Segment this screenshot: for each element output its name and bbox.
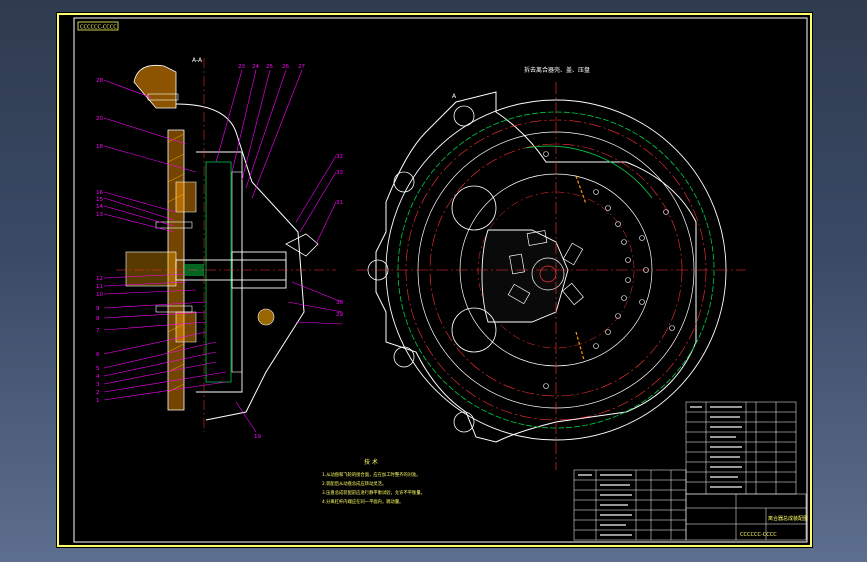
callout-31: 31 xyxy=(336,200,343,206)
callout-29: 29 xyxy=(336,312,343,318)
callout-19: 19 xyxy=(254,434,261,440)
title-block-code: CCCCCC-CCCC xyxy=(740,532,777,538)
callout-13: 13 xyxy=(96,212,103,218)
callout-25: 25 xyxy=(266,64,273,70)
detail-label: A xyxy=(452,93,457,100)
callout-32: 32 xyxy=(336,154,343,160)
section-label: A-A xyxy=(192,57,203,64)
callout-6: 6 xyxy=(96,352,100,358)
callouts-right xyxy=(235,155,343,433)
cad-drawing-canvas[interactable]: CCCCCC-CCCC xyxy=(56,12,813,548)
title-block-name: 离合器总成装配图 xyxy=(768,515,808,522)
bolt-holes xyxy=(543,151,675,389)
front-view xyxy=(356,82,746,470)
callout-27: 27 xyxy=(298,64,305,70)
callout-9: 9 xyxy=(96,306,100,312)
callout-20: 20 xyxy=(96,116,103,122)
callout-1: 1 xyxy=(96,398,100,404)
callouts-left xyxy=(103,79,227,401)
section-view xyxy=(116,58,336,432)
callout-23: 23 xyxy=(238,64,245,70)
callout-3: 3 xyxy=(96,382,100,388)
callout-28: 28 xyxy=(96,78,103,84)
callouts-top xyxy=(215,69,303,199)
note-line-1: 1.从动盘和飞轮的接合面，应在加工时整齐的对准。 xyxy=(322,471,421,478)
callout-8: 8 xyxy=(96,316,100,322)
note-line-3: 3.压盘总成装配前应进行静平衡试验，允许不平衡量。 xyxy=(322,489,425,496)
stamp-box xyxy=(77,21,119,31)
outer-frame xyxy=(57,13,812,547)
callout-11: 11 xyxy=(96,284,103,290)
callout-7: 7 xyxy=(96,328,100,334)
callout-16: 16 xyxy=(96,190,103,196)
callout-labels-left: 28 20 18 16 15 14 13 12 11 10 9 8 7 6 5 … xyxy=(96,78,103,404)
inner-frame xyxy=(73,17,808,543)
callout-10: 10 xyxy=(96,292,103,298)
callout-14: 14 xyxy=(96,204,103,210)
callout-12: 12 xyxy=(96,276,103,282)
note-line-4: 4.分离杠杆内端应在同一平面内，跳动量。 xyxy=(322,498,403,505)
view-title: 拆去离合器壳、盖、压盘 xyxy=(524,66,590,74)
callout-33: 33 xyxy=(336,170,343,176)
callout-5: 5 xyxy=(96,366,100,372)
drawing-svg: CCCCCC-CCCC xyxy=(57,13,812,547)
note-line-2: 2.装配后从动盘总成应转动灵活。 xyxy=(322,480,386,487)
notes-title: 技 术 xyxy=(364,458,378,466)
callout-30: 30 xyxy=(336,300,343,306)
parts-list xyxy=(573,401,807,541)
callout-18: 18 xyxy=(96,144,103,150)
stamp-text: CCCCCC-CCCC xyxy=(80,25,117,31)
callout-15: 15 xyxy=(96,197,103,203)
callout-24: 24 xyxy=(252,64,259,70)
callout-2: 2 xyxy=(96,390,100,396)
callout-4: 4 xyxy=(96,374,100,380)
release-bearing xyxy=(257,308,275,326)
callout-26: 26 xyxy=(282,64,289,70)
